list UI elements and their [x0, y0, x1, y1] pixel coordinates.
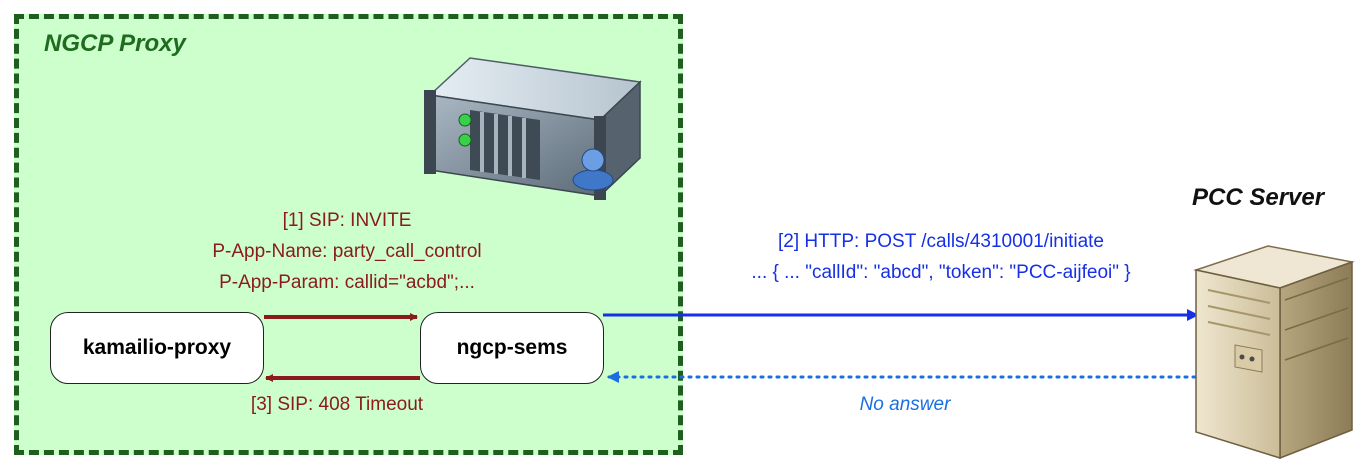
- server-with-user-icon: [424, 57, 642, 200]
- ngcp-sems-node: ngcp-sems: [420, 312, 604, 384]
- kamailio-proxy-label: kamailio-proxy: [82, 336, 232, 359]
- sip-timeout-label: [3] SIP: 408 Timeout: [250, 394, 424, 415]
- tower-server-icon: [1193, 245, 1355, 460]
- http-post-label-line-1: [2] HTTP: POST /calls/4310001/initiate: [778, 231, 1104, 252]
- sip-invite-label-line-2: P-App-Name: party_call_control: [212, 241, 482, 262]
- no-answer-label: No answer: [859, 394, 951, 415]
- kamailio-proxy-node: kamailio-proxy: [50, 312, 264, 384]
- sip-invite-label-line-3: P-App-Param: callid="acbd";...: [219, 272, 475, 293]
- ngcp-sems-label: ngcp-sems: [456, 336, 568, 359]
- http-post-label-line-2: ... { ... "callId": "abcd", "token": "PC…: [751, 262, 1131, 283]
- ngcp-proxy-title: NGCP Proxy: [44, 30, 186, 57]
- sip-invite-label-line-1: [1] SIP: INVITE: [282, 210, 412, 231]
- pcc-server-title: PCC Server: [1192, 184, 1325, 211]
